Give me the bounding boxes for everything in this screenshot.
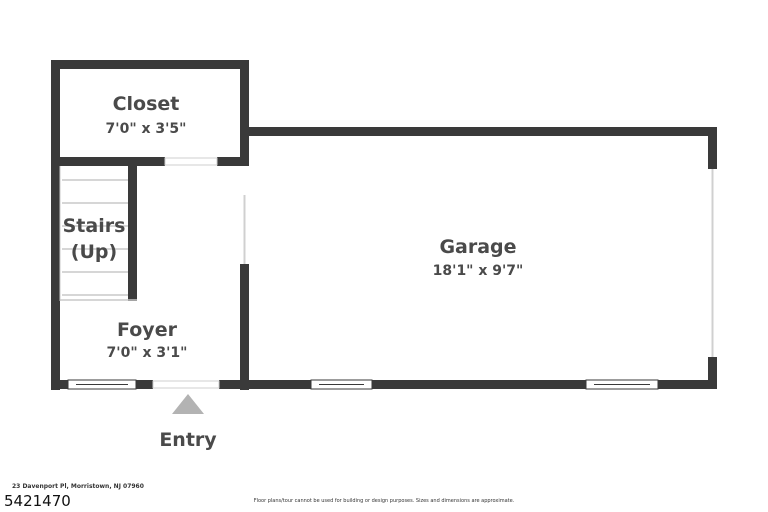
wall-segment xyxy=(240,60,249,164)
wall-segment xyxy=(128,166,137,301)
wall-segment xyxy=(372,380,586,389)
wall-segment xyxy=(136,380,153,389)
footer-disclaimer: Floor plans/tour cannot be used for buil… xyxy=(253,498,515,504)
wall-segment xyxy=(51,60,249,69)
room-name-closet: Closet xyxy=(113,93,180,115)
entry-label: Entry xyxy=(159,429,217,451)
entry-door xyxy=(152,380,220,389)
wall-segment xyxy=(658,380,717,389)
listing-id: 5421470 xyxy=(4,492,71,510)
room-name-garage: Garage xyxy=(439,236,516,258)
stair-treads xyxy=(59,166,137,301)
room-dims-foyer: 7'0" x 3'1" xyxy=(107,345,188,361)
windows xyxy=(67,157,714,390)
wall-segment xyxy=(51,60,60,390)
wall-segment xyxy=(219,380,311,389)
wall-segment xyxy=(51,157,165,166)
room-dims-closet: 7'0" x 3'5" xyxy=(106,121,187,137)
wall-segment xyxy=(240,264,249,390)
wall-segment xyxy=(708,127,717,169)
room-name-stairs: Stairs xyxy=(63,215,126,237)
wall-segment xyxy=(51,380,68,389)
room-name-stairs-up: (Up) xyxy=(71,241,117,263)
wall-segment xyxy=(240,127,717,136)
door-opening xyxy=(164,157,218,166)
walls xyxy=(51,60,717,390)
room-name-foyer: Foyer xyxy=(117,319,178,341)
entry-arrow-icon xyxy=(172,394,204,414)
wall-segment xyxy=(708,357,717,389)
wall-segment xyxy=(217,157,249,166)
footer-address: 23 Davenport Pl, Morristown, NJ 07960 xyxy=(12,483,144,490)
room-dims-garage: 18'1" x 9'7" xyxy=(433,263,524,279)
